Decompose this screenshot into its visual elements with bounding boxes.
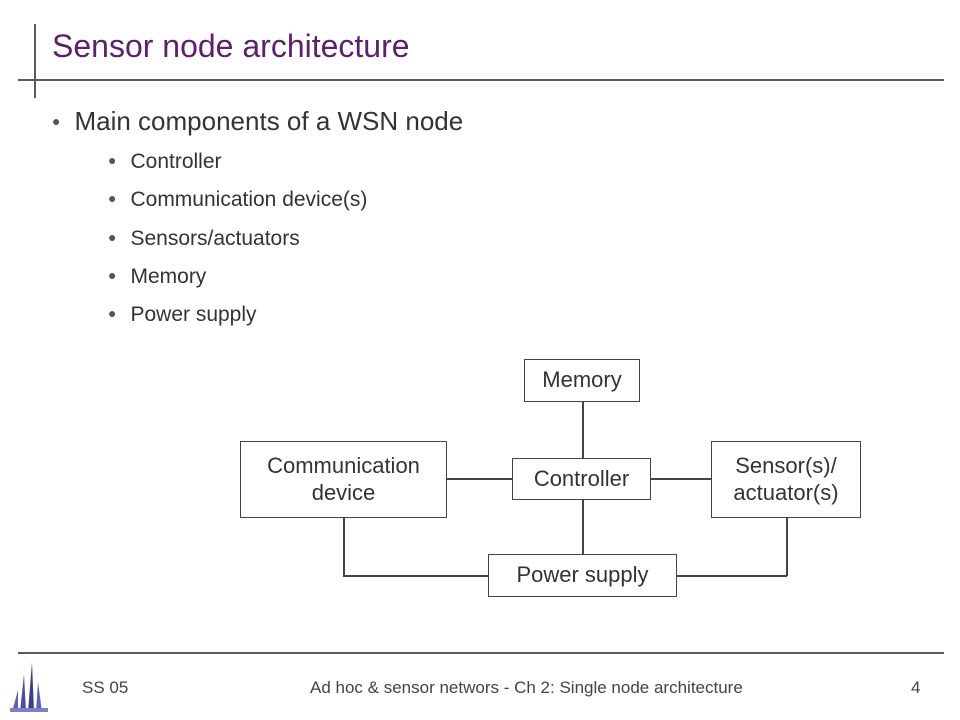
communication-device-box: Communication device (240, 441, 447, 518)
footer-page-number: 4 (911, 678, 921, 697)
memory-label: Memory (542, 367, 622, 393)
bullet-dot-icon: ● (108, 267, 117, 284)
sub-bullet: ● Sensors/actuators (108, 227, 300, 251)
sensor-actuator-box: Sensor(s)/ actuator(s) (711, 441, 861, 518)
bullet-dot-icon: ● (108, 305, 117, 322)
comm-power-horizontal-connector (343, 575, 489, 577)
sub-bullet-text: Communication device(s) (130, 188, 368, 211)
bullet-dot-icon: ● (108, 229, 117, 246)
memory-box: Memory (524, 359, 640, 402)
university-logo-icon (8, 660, 50, 714)
sensor-power-vertical-connector (786, 517, 788, 576)
sub-bullet-text: Controller (130, 150, 222, 173)
title-vertical-rule (34, 24, 36, 98)
sub-bullet-text: Power supply (130, 303, 257, 326)
main-bullet-text: Main components of a WSN node (74, 106, 464, 136)
bullet-dot-icon: ● (108, 152, 117, 169)
bullet-dot-icon: ● (108, 190, 117, 207)
sensor-label-line1: Sensor(s)/ (735, 453, 837, 479)
controller-label: Controller (533, 465, 630, 491)
main-bullet: ● Main components of a WSN node (52, 106, 463, 137)
footer-rule (18, 652, 944, 654)
memory-controller-connector (582, 401, 584, 459)
controller-box: Controller (512, 458, 651, 500)
communication-label-line1: Communication (267, 453, 420, 479)
footer-center-text: Ad hoc & sensor networs - Ch 2: Single n… (310, 678, 743, 697)
title-horizontal-rule (18, 79, 944, 81)
sub-bullet: ● Power supply (108, 303, 257, 327)
sensor-label-line2: actuator(s) (733, 479, 839, 505)
comm-power-vertical-connector (343, 517, 345, 576)
footer-left-text: SS 05 (82, 678, 129, 697)
sub-bullet: ● Memory (108, 265, 206, 289)
controller-sensor-connector (650, 478, 712, 480)
sub-bullet: ● Controller (108, 150, 222, 174)
bullet-dot-icon: ● (52, 113, 61, 130)
sub-bullet-text: Sensors/actuators (130, 227, 300, 250)
power-supply-box: Power supply (488, 554, 677, 597)
sub-bullet-text: Memory (130, 265, 207, 288)
communication-label-line2: device (311, 479, 376, 505)
sensor-power-horizontal-connector (676, 575, 787, 577)
power-supply-label: Power supply (516, 562, 649, 588)
controller-power-connector (582, 499, 584, 554)
comm-controller-connector (446, 478, 512, 480)
slide-title: Sensor node architecture (52, 28, 410, 64)
sub-bullet: ● Communication device(s) (108, 188, 367, 212)
